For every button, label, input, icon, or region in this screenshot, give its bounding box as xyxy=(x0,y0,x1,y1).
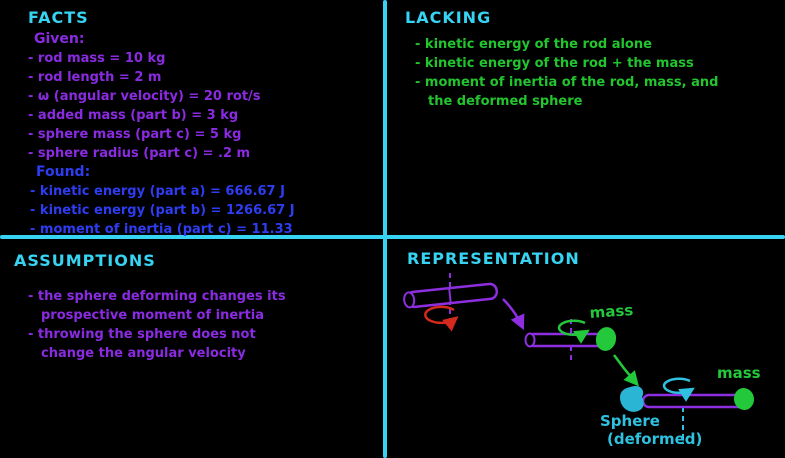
sphere-blob-deformed xyxy=(619,386,644,412)
given-item: - sphere mass (part c) = 5 kg xyxy=(28,127,242,142)
given-item: - added mass (part b) = 3 kg xyxy=(28,108,239,123)
step-arrow-2 xyxy=(612,354,639,387)
given-item: - sphere radius (part c) = .2 m xyxy=(28,146,251,161)
rod-1 xyxy=(403,282,499,309)
mass-label-b: mass xyxy=(589,301,634,322)
assumptions-item: - the sphere deforming changes its prosp… xyxy=(28,289,286,323)
found-item: - kinetic energy (part b) = 1266.67 J xyxy=(30,203,295,218)
representation-drawing: mass mass Sphere (deformed) xyxy=(403,273,761,448)
lacking-item: - kinetic energy of the rod alone xyxy=(415,37,652,52)
mass-blob-b xyxy=(595,327,617,351)
sphere-label-line2: (deformed) xyxy=(607,430,702,448)
rod-3 xyxy=(641,393,749,409)
divider-horizontal xyxy=(0,235,785,239)
given-item: - ω (angular velocity) = 20 rot/s xyxy=(28,89,261,104)
given-item: - rod mass = 10 kg xyxy=(28,51,166,66)
mass-blob-c xyxy=(733,388,755,410)
given-item: - rod length = 2 m xyxy=(28,70,162,85)
spin-arrow-green xyxy=(557,319,590,344)
facts-found-block: Found: - kinetic energy (part a) = 666.6… xyxy=(30,163,383,239)
found-item: - moment of inertia (part c) = 11.33 xyxy=(30,222,293,237)
assumptions-title: ASSUMPTIONS xyxy=(14,251,156,270)
assumptions-quadrant: ASSUMPTIONS - the sphere deforming chang… xyxy=(0,239,383,458)
step-arrow-1 xyxy=(502,298,525,331)
facts-given-block: Given: - rod mass = 10 kg - rod length =… xyxy=(28,30,383,163)
lacking-items: - kinetic energy of the rod alone - kine… xyxy=(415,35,727,111)
found-label: Found: xyxy=(36,164,91,180)
found-item: - kinetic energy (part a) = 666.67 J xyxy=(30,184,285,199)
assumptions-items: - the sphere deforming changes its prosp… xyxy=(28,287,306,363)
assumptions-item: - throwing the sphere does not change th… xyxy=(28,327,256,361)
lacking-title: LACKING xyxy=(405,8,492,27)
spin-arrow-red xyxy=(424,305,459,332)
representation-quadrant: REPRESENTATION xyxy=(387,239,785,458)
facts-quadrant: FACTS Given: - rod mass = 10 kg - rod le… xyxy=(0,0,383,237)
mass-label-c: mass xyxy=(717,364,761,382)
facts-title: FACTS xyxy=(28,8,89,27)
spin-arrow-cyan xyxy=(662,377,695,402)
divider-vertical xyxy=(383,0,387,458)
sphere-label-line1: Sphere xyxy=(600,412,660,430)
lacking-item: - moment of inertia of the rod, mass, an… xyxy=(415,75,719,109)
lacking-item: - kinetic energy of the rod + the mass xyxy=(415,56,694,71)
representation-title: REPRESENTATION xyxy=(407,249,580,268)
given-label: Given: xyxy=(34,31,85,47)
lacking-quadrant: LACKING - kinetic energy of the rod alon… xyxy=(387,0,785,237)
